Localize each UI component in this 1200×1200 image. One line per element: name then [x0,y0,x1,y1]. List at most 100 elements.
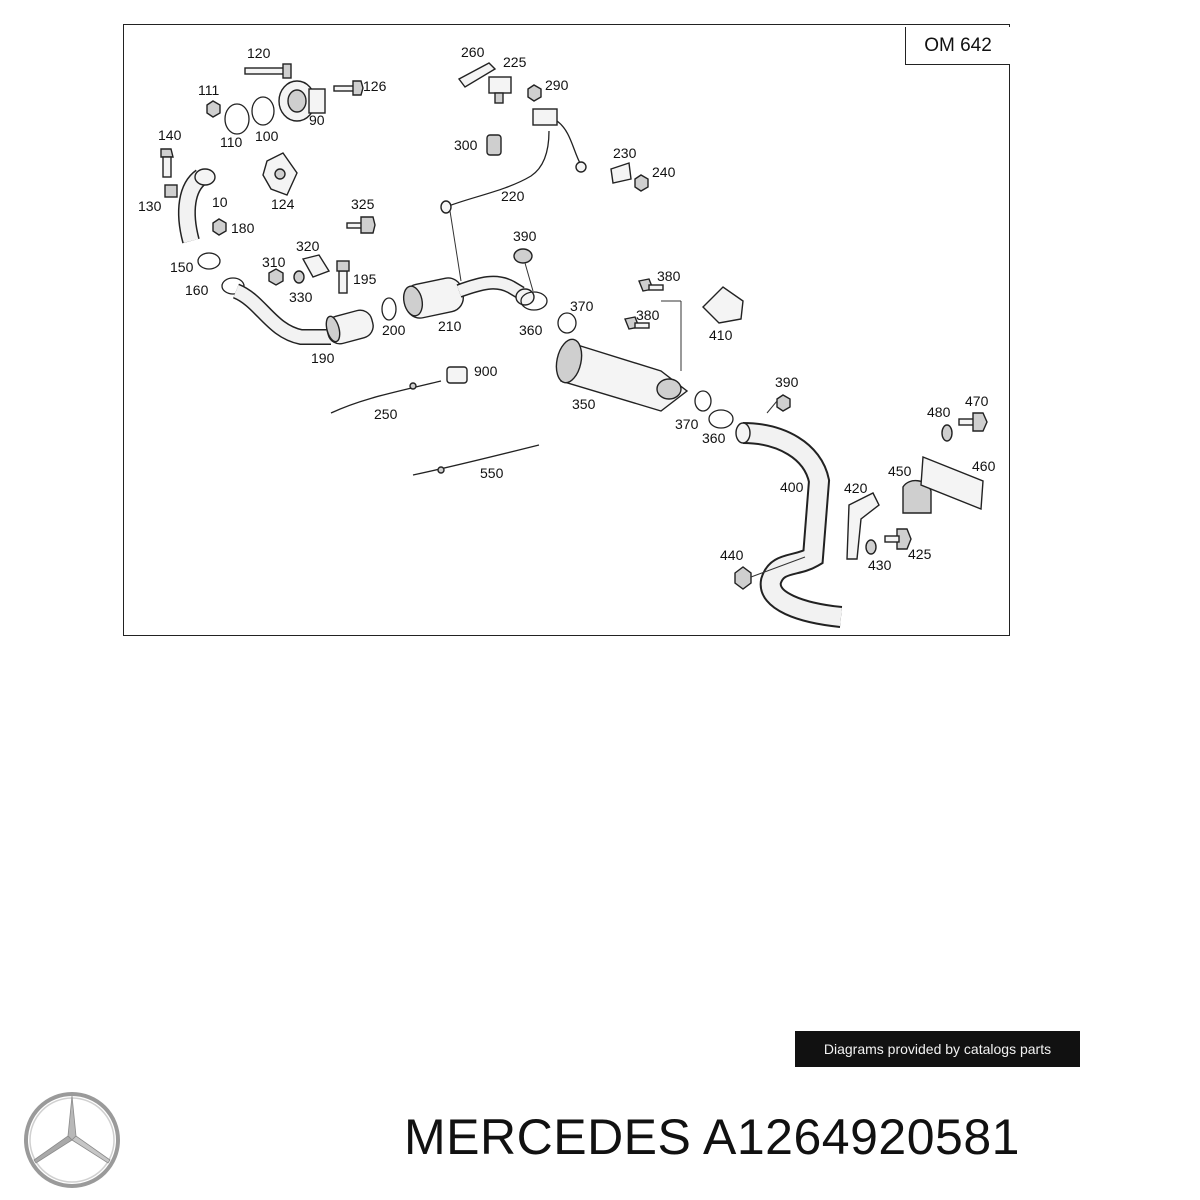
diagram-drawing: 120 111 126 100 90 110 140 124 130 10 18… [138,44,996,628]
ring-100 [251,96,275,126]
callout-140: 140 [158,127,182,143]
strap-460 [920,455,984,511]
callout-380a: 380 [657,268,681,284]
bolt-140 [160,148,174,178]
bolt-380b [624,316,650,330]
nut-290 [527,84,542,102]
sensor-line-220 [445,130,550,208]
callout-labels: 120 111 126 100 90 110 140 124 130 10 18… [138,44,996,573]
credit-banner: Diagrams provided by catalogs parts [795,1031,1080,1067]
heat-shield-410 [702,286,744,324]
callout-195: 195 [353,271,377,287]
callout-90: 90 [309,112,325,128]
callout-160: 160 [185,282,209,298]
callout-290: 290 [545,77,569,93]
callout-300: 300 [454,137,478,153]
catalyst-190 [325,309,374,345]
callout-390a: 390 [513,228,537,244]
gasket-360a [520,291,548,311]
bolt-470 [958,412,988,432]
bracket-320 [301,254,331,278]
callout-900: 900 [474,363,498,379]
temp-sensor-195 [336,260,350,294]
nut-111 [206,100,221,118]
callout-480: 480 [927,404,951,420]
exploded-parts-diagram: 120 111 126 100 90 110 140 124 130 10 18… [123,24,1010,636]
clip-300 [486,134,502,156]
callout-180: 180 [231,220,255,236]
bracket-260 [457,62,497,88]
callout-450: 450 [888,463,912,479]
callout-350: 350 [572,396,596,412]
callout-240: 240 [652,164,676,180]
clamp-110 [224,103,250,135]
callout-126: 126 [363,78,387,94]
ring-370a [557,312,577,334]
bolt-120 [244,63,292,79]
callout-325: 325 [351,196,375,212]
bolt-425 [884,528,912,550]
flange-90 [278,80,326,122]
bracket-230 [610,162,632,184]
bolt-126 [333,80,364,96]
sensor-cable-550 [412,444,540,476]
callout-100: 100 [255,128,279,144]
washer-330 [293,270,305,284]
pipe-elbow-10 [177,168,216,244]
callout-470: 470 [965,393,989,409]
callout-225: 225 [503,54,527,70]
gasket-360b [708,409,734,429]
bracket-420 [846,492,880,560]
washer-390a [513,248,533,264]
callout-360a: 360 [519,322,543,338]
bolt-325 [346,216,376,234]
callout-370a: 370 [570,298,594,314]
washer-430 [865,539,877,555]
callout-200: 200 [382,322,406,338]
callout-330: 330 [289,289,313,305]
callout-220: 220 [501,188,525,204]
callout-250: 250 [374,406,398,422]
callout-390b: 390 [775,374,799,390]
clip-900 [446,366,468,384]
callout-550: 550 [480,465,504,481]
callout-430: 430 [868,557,892,573]
nut-240 [634,174,649,192]
clip-130 [164,184,178,198]
callout-460: 460 [972,458,996,474]
callout-320: 320 [296,238,320,254]
callout-124: 124 [271,196,295,212]
callout-310: 310 [262,254,286,270]
particulate-filter-210 [402,277,464,319]
ring-370b [694,390,712,412]
callout-380b: 380 [636,307,660,323]
nut-180 [212,218,227,236]
pressure-sensor-225 [488,76,512,104]
tail-pipe-400 [742,422,843,628]
washer-480 [941,424,953,442]
callout-190: 190 [311,350,335,366]
callout-360b: 360 [702,430,726,446]
mercedes-star-logo [24,1092,120,1188]
nut-390b [776,394,791,412]
callout-110: 110 [220,134,243,150]
callout-400: 400 [780,479,804,495]
engine-code-label: OM 642 [905,27,1010,65]
nut-440 [734,566,752,590]
callout-260: 260 [461,44,485,60]
callout-425: 425 [908,546,932,562]
callout-10: 10 [212,194,228,210]
callout-111: 111 [198,82,219,98]
callout-370b: 370 [675,416,699,432]
part-title: MERCEDES A1264920581 [404,1109,1020,1165]
callout-410: 410 [709,327,733,343]
bolt-380a [638,278,664,292]
callout-130: 130 [138,198,162,214]
ring-150 [197,252,221,270]
callout-420: 420 [844,480,868,496]
sensor-cable-250 [330,380,442,414]
callout-440: 440 [720,547,744,563]
callout-120: 120 [247,45,271,61]
muffler-350 [555,338,689,412]
callout-230: 230 [613,145,637,161]
